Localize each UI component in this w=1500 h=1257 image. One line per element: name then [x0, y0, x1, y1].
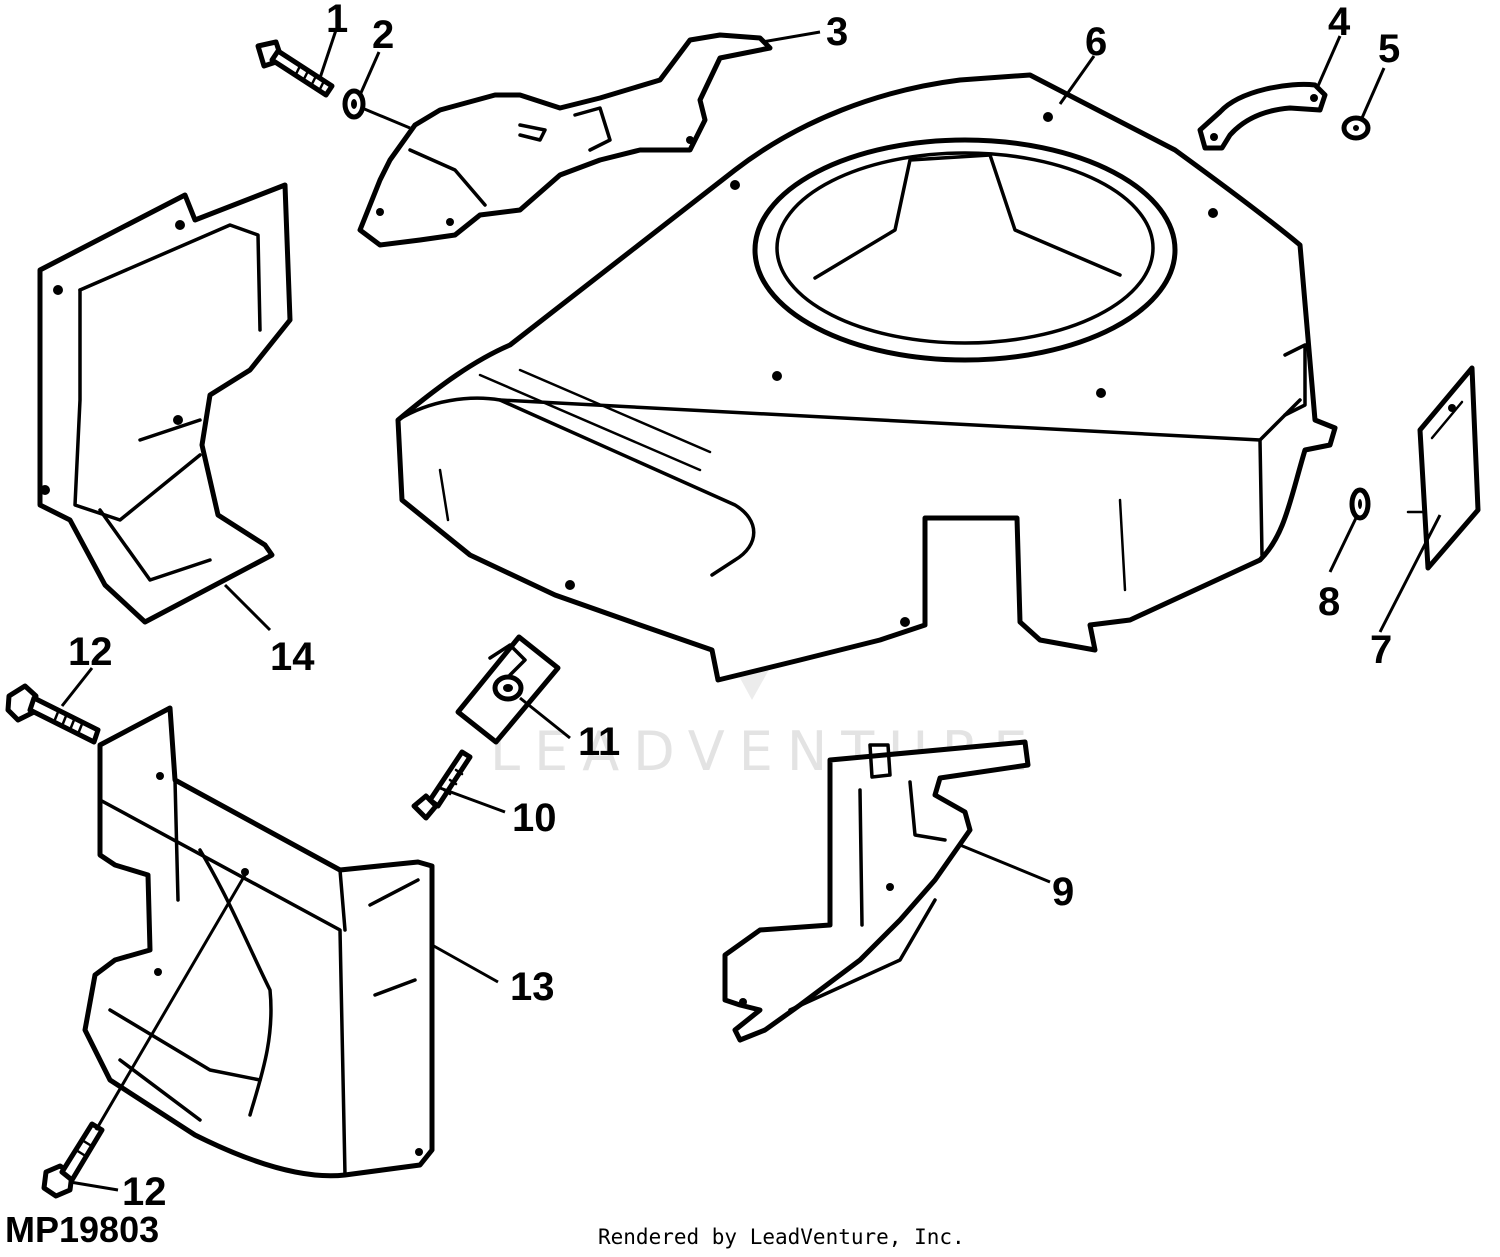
leader-3 — [761, 30, 821, 44]
leader-12-upper — [60, 667, 94, 707]
callout-6: 6 — [1085, 20, 1107, 64]
callout-1: 1 — [326, 0, 348, 41]
leader-1 — [318, 29, 338, 79]
callout-12-lower: 12 — [122, 1170, 167, 1214]
callout-9: 9 — [1052, 870, 1074, 914]
washer — [342, 88, 366, 120]
callout-2: 2 — [372, 13, 394, 57]
upper-bolt — [5, 683, 101, 745]
leader-2b — [361, 106, 411, 130]
leader-6 — [1058, 55, 1096, 105]
leader-12-lower — [69, 1180, 119, 1192]
callout-7: 7 — [1370, 628, 1392, 672]
leader-lines — [60, 29, 1442, 1192]
leader-8 — [1328, 517, 1358, 573]
bolt — [255, 39, 335, 98]
lower-bolt — [41, 1121, 105, 1199]
leader-11 — [519, 696, 571, 740]
blower-housing — [395, 72, 1338, 683]
callout-14: 14 — [270, 635, 315, 679]
leader-7 — [1378, 514, 1442, 633]
callout-13: 13 — [510, 965, 555, 1009]
lower-bracket — [722, 739, 1031, 1043]
callout-5: 5 — [1378, 27, 1400, 71]
leader-13 — [431, 943, 499, 984]
grommet — [1349, 487, 1371, 521]
side-plate — [1406, 365, 1481, 571]
leader-5 — [1360, 67, 1386, 119]
nut — [1341, 115, 1371, 141]
callout-3: 3 — [826, 10, 848, 54]
leader-14 — [223, 583, 272, 632]
callout-12-upper: 12 — [68, 630, 113, 674]
render-credit: Rendered by LeadVenture, Inc. — [598, 1225, 965, 1249]
callout-11: 11 — [578, 720, 620, 764]
figure-id: MP19803 — [5, 1209, 159, 1250]
leader-12-shaft — [94, 874, 247, 1131]
screw — [411, 749, 473, 821]
callout-4: 4 — [1328, 0, 1351, 44]
callouts: 1 2 3 4 5 6 7 8 9 10 11 12 12 13 14 — [68, 0, 1400, 1214]
blower-fan-opening — [752, 137, 1178, 363]
leader-10 — [439, 786, 506, 814]
callout-10: 10 — [512, 796, 557, 840]
upper-shroud — [37, 182, 293, 625]
lower-shroud — [82, 705, 435, 1179]
clamp — [1197, 81, 1328, 151]
leader-4 — [1316, 35, 1342, 87]
leader-9 — [959, 843, 1051, 884]
clip — [455, 634, 561, 745]
callout-8: 8 — [1318, 580, 1340, 624]
leader-2 — [358, 51, 381, 96]
bracket — [357, 32, 773, 248]
